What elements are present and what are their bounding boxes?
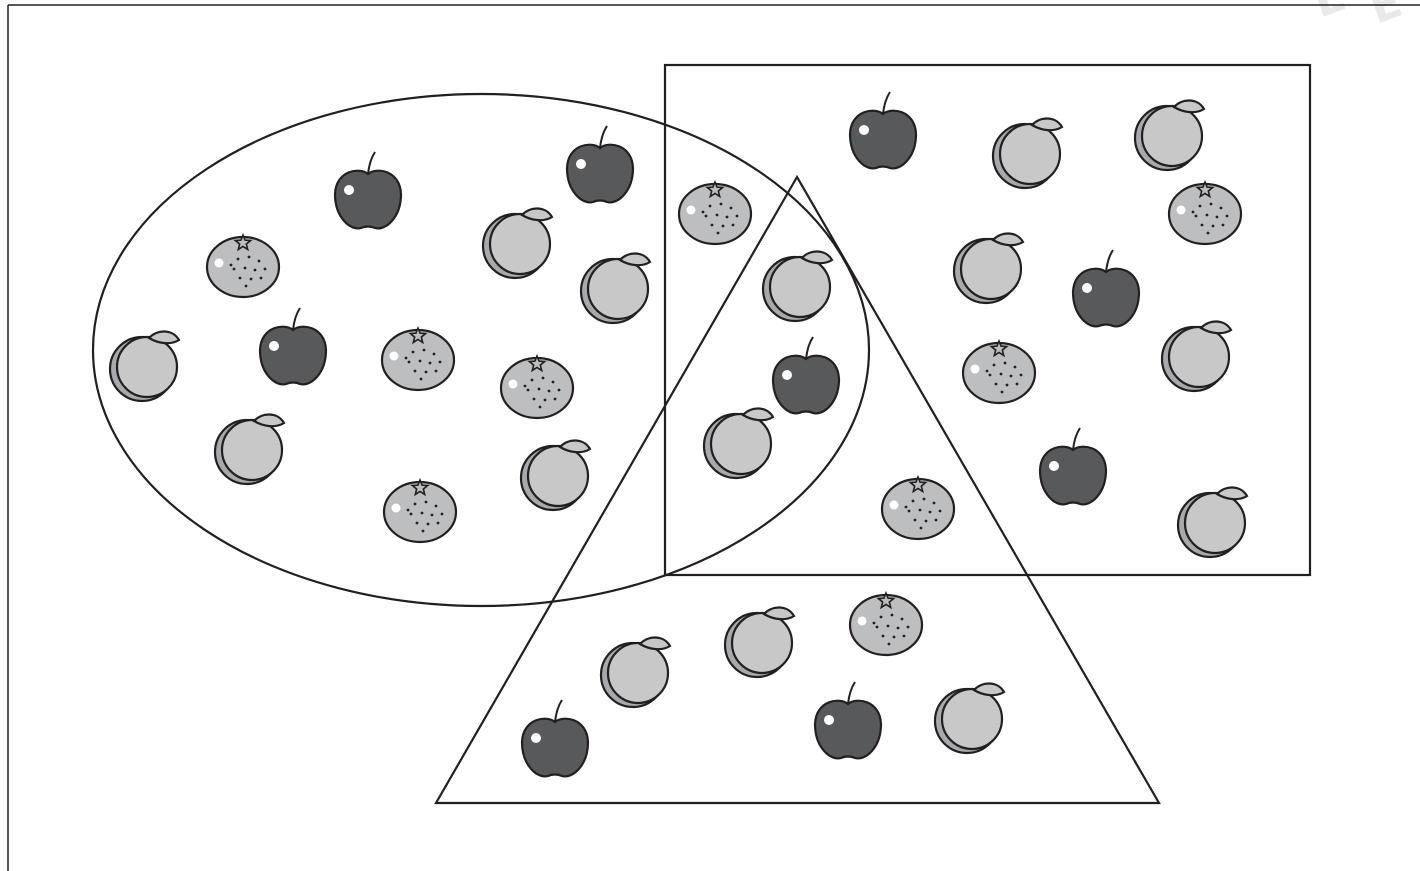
apple-icon (1040, 428, 1106, 504)
orange-icon (850, 593, 922, 655)
apple-icon (335, 152, 401, 228)
peach-icon (521, 440, 590, 510)
orange-icon (382, 328, 454, 390)
apple-icon (773, 337, 839, 413)
orange-icon (207, 235, 279, 297)
orange-icon (882, 477, 954, 539)
peach-icon (215, 414, 284, 484)
peach-icon (110, 331, 179, 401)
orange-icon (501, 356, 573, 418)
ellipse-region (93, 94, 869, 606)
watermark-fragment: / (0, 708, 12, 756)
peach-icon (763, 251, 832, 321)
peach-icon (1162, 321, 1231, 391)
peach-icon (601, 637, 670, 707)
peach-icon (704, 408, 773, 478)
peach-icon (993, 118, 1062, 188)
orange-icon (1169, 182, 1241, 244)
orange-icon (384, 480, 456, 542)
apple-icon (522, 700, 588, 776)
peach-icon (1135, 100, 1204, 170)
peach-icon (483, 208, 552, 278)
peach-icon (581, 253, 650, 323)
watermark-fragment: E (1306, 0, 1352, 28)
apple-icon (567, 126, 633, 202)
apple-icon (1073, 250, 1139, 326)
peach-icon (725, 607, 794, 677)
apple-icon (815, 682, 881, 758)
fruits-layer (110, 92, 1247, 776)
orange-icon (679, 182, 751, 244)
peach-icon (954, 233, 1023, 303)
apple-icon (850, 92, 916, 168)
apple-icon (260, 308, 326, 384)
peach-icon (1178, 487, 1247, 557)
orange-icon (963, 341, 1035, 403)
peach-icon (935, 683, 1004, 753)
